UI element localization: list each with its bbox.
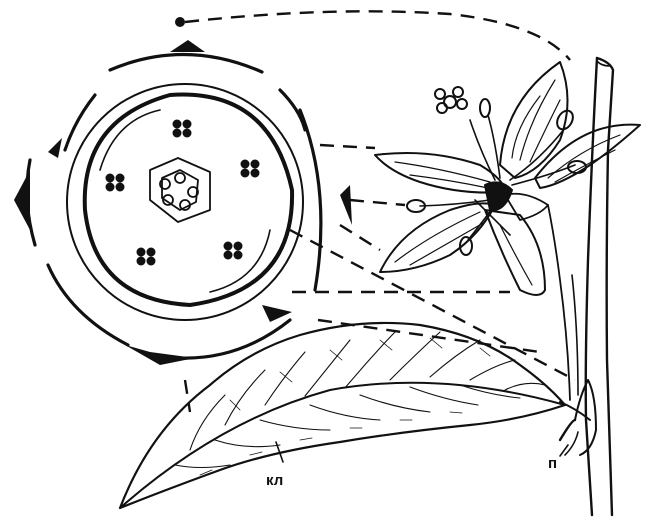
leaf-label: кл (266, 472, 283, 489)
stamen-2 (241, 160, 260, 178)
floral-diagram-icon (14, 40, 352, 365)
sepal-top (110, 54, 262, 72)
stamen-1 (173, 120, 192, 138)
stamens (106, 120, 260, 266)
stem-bract-label: п (548, 455, 557, 472)
stamen-4 (137, 248, 156, 266)
corolla-outer-ring (67, 84, 303, 320)
sepal-tips (14, 40, 352, 365)
pistil-ovary (150, 158, 210, 222)
stigma (435, 87, 467, 113)
corolla-rings (67, 84, 303, 320)
stamen-5 (106, 174, 125, 192)
stamen-3 (224, 242, 243, 260)
connector-dot (175, 17, 185, 27)
flower-icon (375, 62, 640, 295)
labels: кл п (266, 442, 568, 489)
sepal-bottom-right (180, 320, 290, 358)
stem-label-leader (560, 445, 568, 456)
